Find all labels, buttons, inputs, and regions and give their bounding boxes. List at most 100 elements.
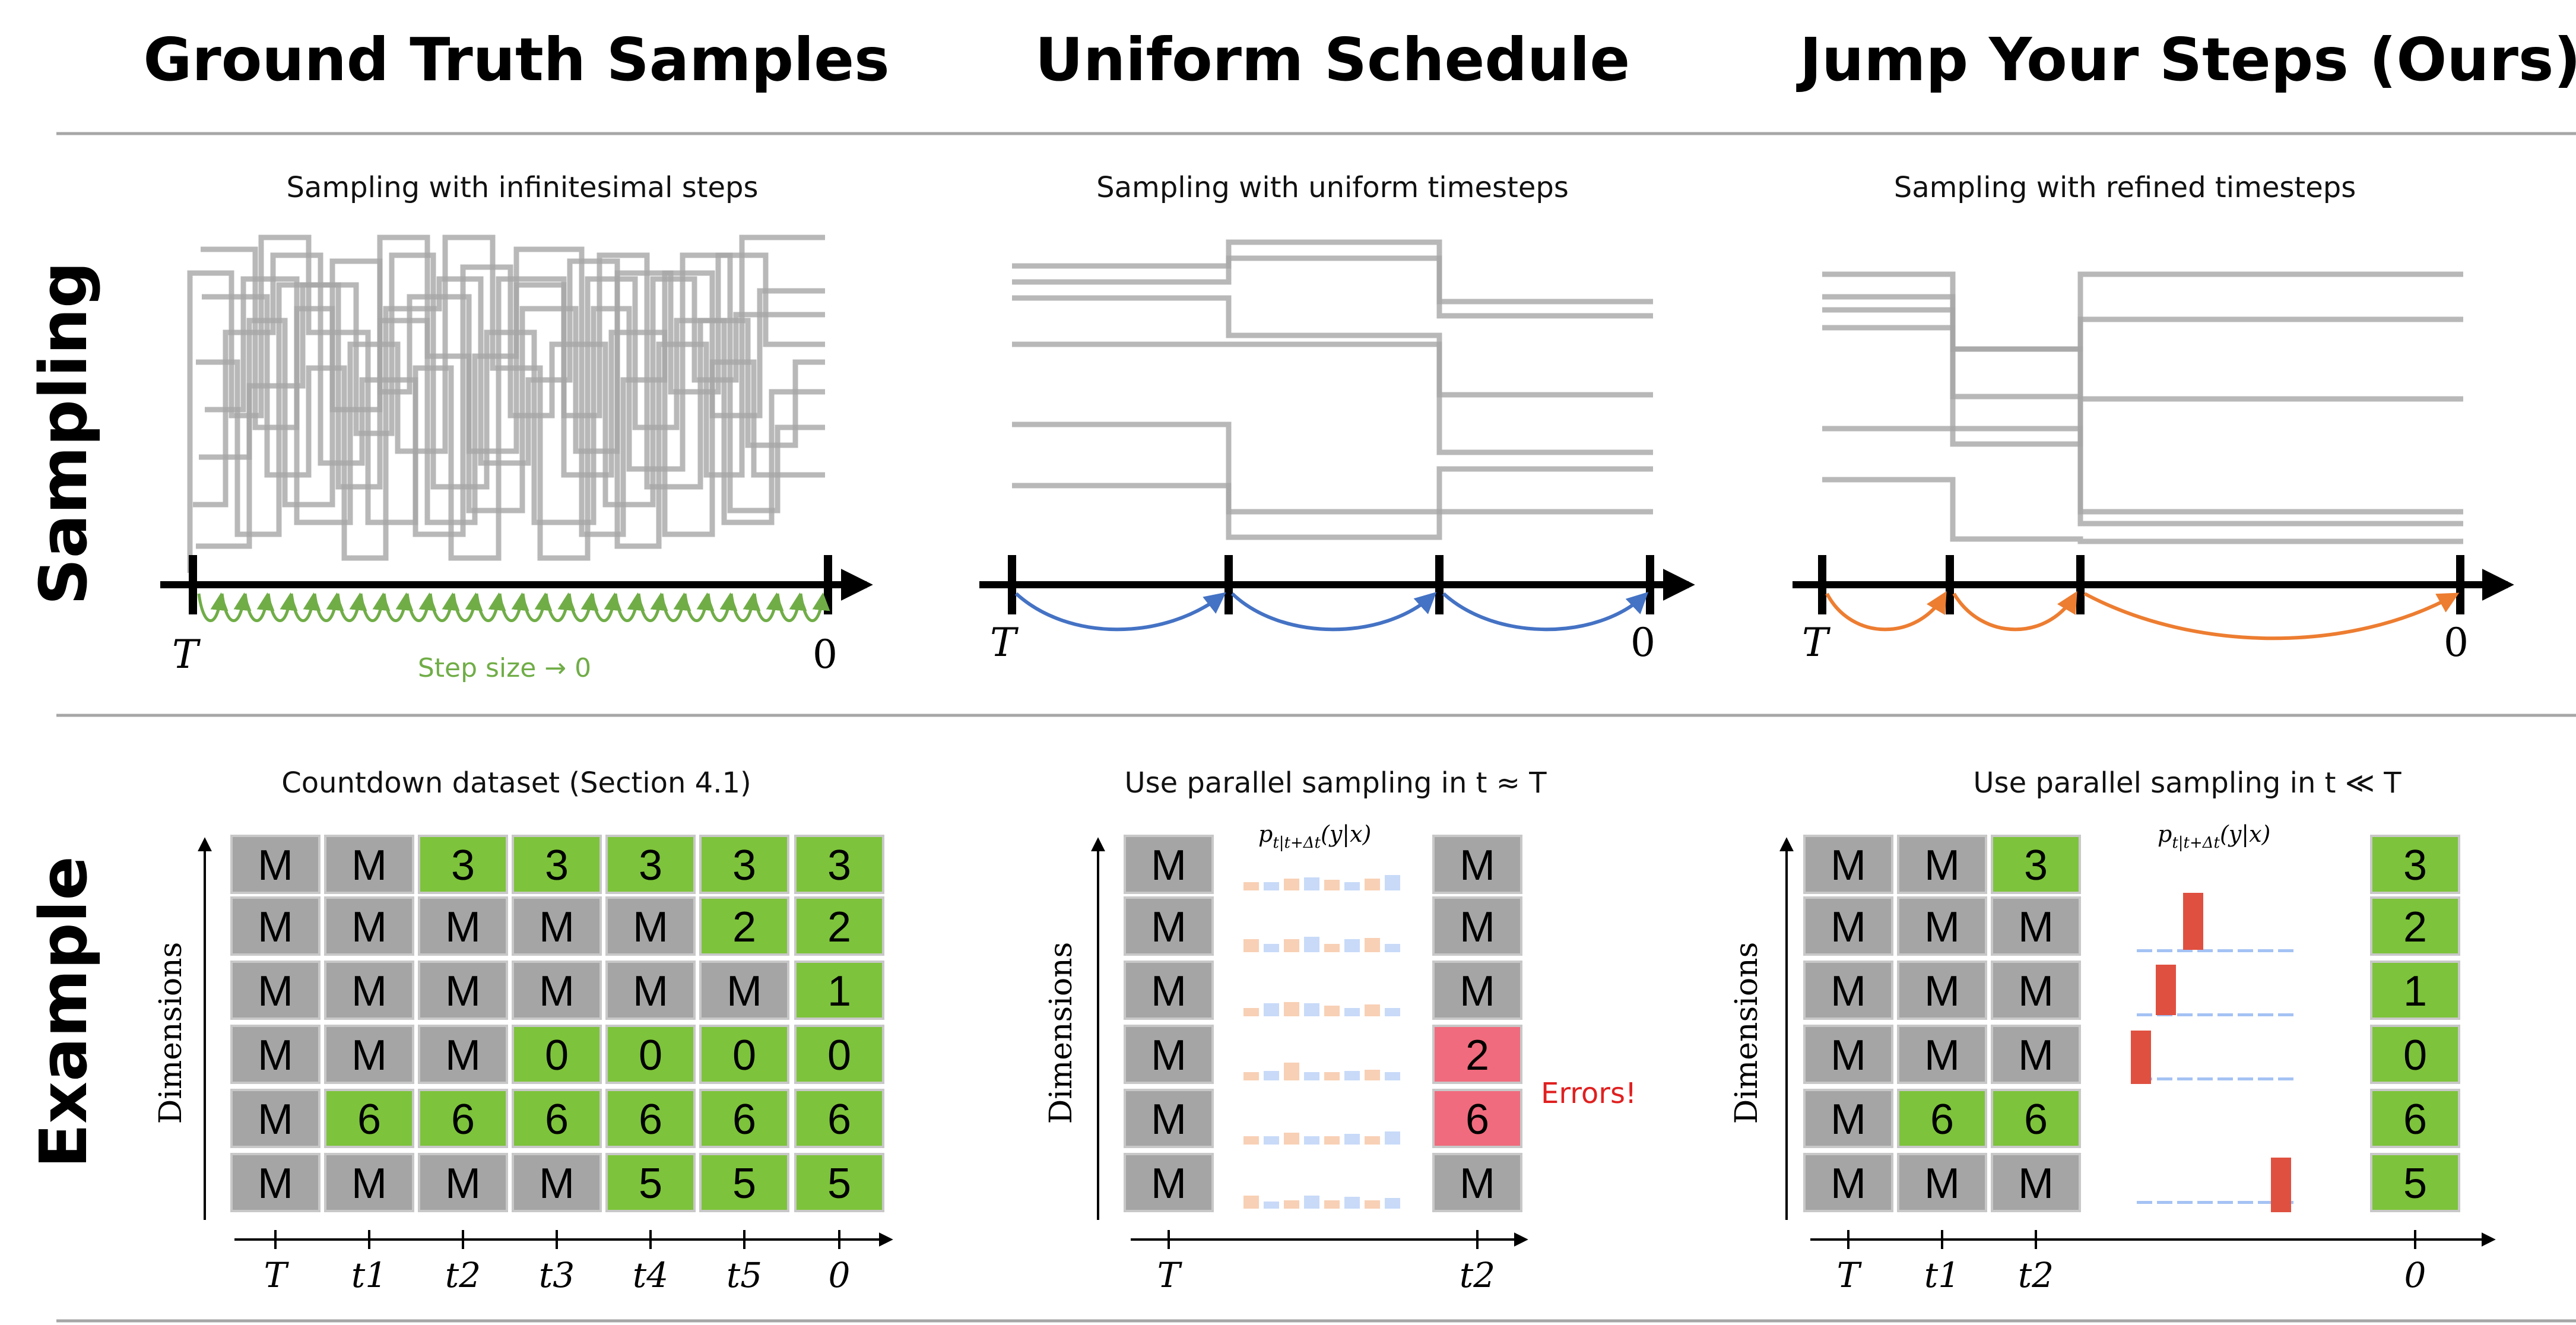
cell-value: M — [633, 968, 668, 1015]
grid-cell: M — [1991, 961, 2081, 1020]
sampling-subtitle-2: Sampling with uniform timesteps — [1096, 171, 1569, 204]
tick-label: T — [1837, 1255, 1863, 1295]
tick-label: t2 — [2018, 1255, 2054, 1295]
step-arrow — [753, 592, 784, 622]
grid-cell: M — [1803, 1089, 1893, 1148]
grid-cell: 6 — [1897, 1089, 1987, 1148]
grid-cell: M — [1803, 835, 1893, 894]
grid-cell: M — [1124, 961, 1214, 1020]
tick-label: 0 — [829, 1255, 851, 1295]
cell-value: 5 — [827, 1160, 851, 1207]
step-arrow — [799, 592, 830, 622]
step-arrow — [290, 592, 321, 622]
prob-bar — [1284, 939, 1299, 952]
step-arrow — [498, 592, 529, 622]
cell-value: 5 — [2403, 1160, 2427, 1207]
prob-bar — [1264, 1136, 1279, 1145]
cell-value: 3 — [451, 842, 475, 889]
grid-cell: 3 — [605, 835, 696, 894]
grid-cell: M — [230, 835, 321, 894]
cell-value: 2 — [732, 904, 756, 951]
grid-cell: M — [1803, 896, 1893, 956]
prob-bar — [2137, 949, 2152, 952]
cell-value: 2 — [1465, 1032, 1489, 1079]
grid-cell: 6 — [512, 1089, 602, 1148]
prob-bar — [2197, 949, 2213, 952]
prob-bar — [1284, 1133, 1299, 1145]
grid-cell: 5 — [605, 1153, 696, 1212]
step-arrow — [452, 592, 483, 622]
grid-cell: 6 — [418, 1089, 508, 1148]
axis-label-0-1: 0 — [813, 632, 837, 677]
grid-cell: M — [1897, 896, 1987, 956]
grid-cell: M — [1803, 1153, 1893, 1212]
cell-value: M — [1151, 968, 1187, 1015]
cell-value: M — [1831, 1160, 1866, 1207]
prob-bar — [2217, 1013, 2233, 1016]
step-arrow — [475, 592, 506, 622]
grid-cell: 6 — [1991, 1089, 2081, 1148]
prob-bar — [2177, 949, 2193, 952]
prob-bar — [2217, 949, 2233, 952]
cell-value: M — [1831, 904, 1866, 951]
grid-cell: M — [1124, 1089, 1214, 1148]
prob-peak — [2271, 1158, 2291, 1212]
cell-value: M — [727, 968, 762, 1015]
cell-value: M — [351, 904, 387, 951]
cell-value: M — [351, 968, 387, 1015]
grid-cell: M — [512, 1153, 602, 1212]
prob-bar — [1385, 1131, 1400, 1145]
y-axis-label-1: Dimensions — [153, 942, 189, 1124]
prob-bar — [1304, 877, 1319, 890]
grid-cell: M — [1991, 1153, 2081, 1212]
grid-cell: 3 — [418, 835, 508, 894]
grid-cell: M — [324, 961, 414, 1020]
cell-value: 6 — [732, 1096, 756, 1143]
grid-cell: 1 — [2370, 961, 2460, 1020]
prob-bar — [1344, 1197, 1360, 1209]
prob-bar — [1264, 1202, 1279, 1209]
cell-value: 6 — [1465, 1096, 1489, 1143]
prob-bar — [1304, 1003, 1319, 1016]
cell-value: M — [1151, 842, 1187, 889]
step-arrow — [313, 592, 344, 622]
grid-cell: M — [418, 1153, 508, 1212]
grid-cell: M — [605, 961, 696, 1020]
uniform-step-arrows — [1014, 592, 1649, 632]
prob-bar — [1365, 1200, 1380, 1209]
y-axis-label-3: Dimensions — [1729, 942, 1765, 1124]
cell-value: 6 — [2403, 1096, 2427, 1143]
prob-bar — [2217, 1201, 2233, 1204]
cell-value: M — [1924, 1160, 1960, 1207]
cell-value: 0 — [639, 1032, 662, 1079]
uniform-axis — [979, 555, 1695, 614]
prob-bar — [1243, 1196, 1259, 1209]
prob-bar — [2278, 949, 2293, 952]
sampling-subtitle-1: Sampling with infinitesimal steps — [286, 171, 758, 204]
step-arrow — [429, 592, 460, 622]
cell-value: M — [1831, 1032, 1866, 1079]
prob-bar — [1264, 882, 1279, 890]
grid-cell: M — [512, 896, 602, 956]
grid-cell: 3 — [1991, 835, 2081, 894]
cell-value: 0 — [2403, 1032, 2427, 1079]
prob-bar — [2157, 1077, 2172, 1080]
step-arrow — [243, 592, 275, 622]
prob-bar — [1284, 1200, 1299, 1209]
step-arrows-infinitesimal — [197, 592, 830, 622]
ground-truth-trajectories — [187, 234, 825, 573]
cell-value: 3 — [639, 842, 662, 889]
prob-bar — [1324, 880, 1340, 890]
grid-cell: M — [1991, 1025, 2081, 1084]
prob-bar — [2157, 1201, 2172, 1204]
prob-bar — [1284, 879, 1299, 890]
prob-bar — [1324, 944, 1340, 952]
prob-bar — [1243, 939, 1259, 952]
grid-cell: M — [418, 1025, 508, 1084]
prob-bar — [2197, 1013, 2213, 1016]
prob-peak — [2131, 1031, 2151, 1084]
cell-value: 3 — [2024, 842, 2048, 889]
grid-cell: 2 — [2370, 896, 2460, 956]
grid-cell: M — [230, 1089, 321, 1148]
